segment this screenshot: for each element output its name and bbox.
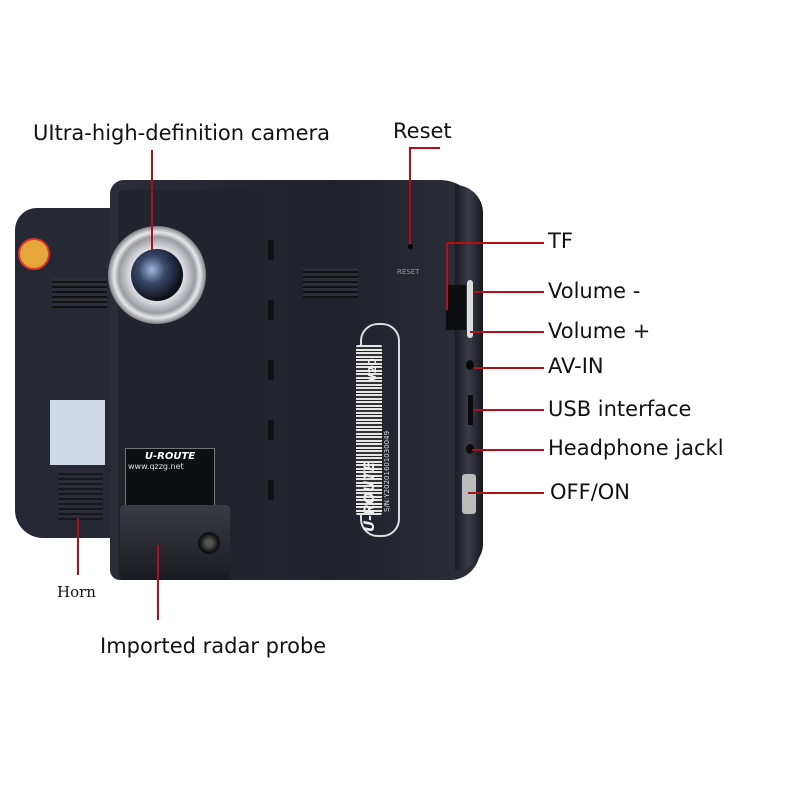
body-notch <box>268 360 274 380</box>
certification-sticker <box>18 238 50 270</box>
camera-lens <box>131 249 183 301</box>
volume-rocker[interactable] <box>467 280 473 338</box>
model-vertical: V20 <box>366 358 379 382</box>
info-sticker <box>50 400 105 465</box>
horn-speaker-grille <box>58 470 103 520</box>
right-vent-grille <box>303 268 358 298</box>
volume-plus-callout-line <box>470 331 544 333</box>
reset-callout-line-h <box>409 147 440 149</box>
tf-callout-line-h <box>446 242 544 244</box>
volume-minus-callout-line <box>474 291 544 293</box>
body-notch <box>268 300 274 320</box>
tf-callout-line-v <box>446 242 448 310</box>
headphone-jack[interactable] <box>466 444 474 454</box>
product-label-brand: U-ROUTE <box>144 451 196 462</box>
horn-callout-line <box>77 518 79 575</box>
volume-plus-label: Volume + <box>548 319 651 343</box>
reset-marking: RESET <box>397 268 420 276</box>
power-label: OFF/ON <box>550 480 631 504</box>
usb-callout-line <box>474 409 544 411</box>
product-label-website: www.qzzg.net <box>128 462 184 471</box>
reset-callout-line-v <box>409 147 411 244</box>
headphone-callout-line <box>472 449 544 451</box>
left-vent-grille <box>52 278 107 308</box>
radar-label: Imported radar probe <box>100 634 327 658</box>
camera-label: UItra-high-definition camera <box>33 121 331 145</box>
power-callout-line <box>468 492 544 494</box>
serial-number: S/N:Y20201601030049 <box>383 430 391 512</box>
mount-knob <box>198 532 220 554</box>
horn-label: Horn <box>57 583 96 601</box>
usb-label: USB interface <box>548 397 692 421</box>
usb-port[interactable] <box>468 395 473 425</box>
brand-vertical: U-ROUTE <box>362 461 378 532</box>
body-notch <box>268 420 274 440</box>
power-switch[interactable] <box>462 474 476 514</box>
radar-callout-line <box>157 545 159 620</box>
body-notch <box>268 240 274 260</box>
tf-card-slot[interactable] <box>446 285 466 330</box>
tf-label: TF <box>548 229 573 253</box>
volume-minus-label: Volume - <box>548 279 641 303</box>
headphone-label: Headphone jackl <box>548 436 724 460</box>
av-in-callout-line <box>474 367 544 369</box>
av-in-port[interactable] <box>466 360 474 370</box>
camera-callout-line <box>151 150 153 250</box>
av-in-label: AV-IN <box>548 354 604 378</box>
serial-barcode <box>356 345 382 515</box>
body-notch <box>268 480 274 500</box>
reset-hole[interactable] <box>408 244 413 249</box>
reset-label: Reset <box>393 119 452 143</box>
